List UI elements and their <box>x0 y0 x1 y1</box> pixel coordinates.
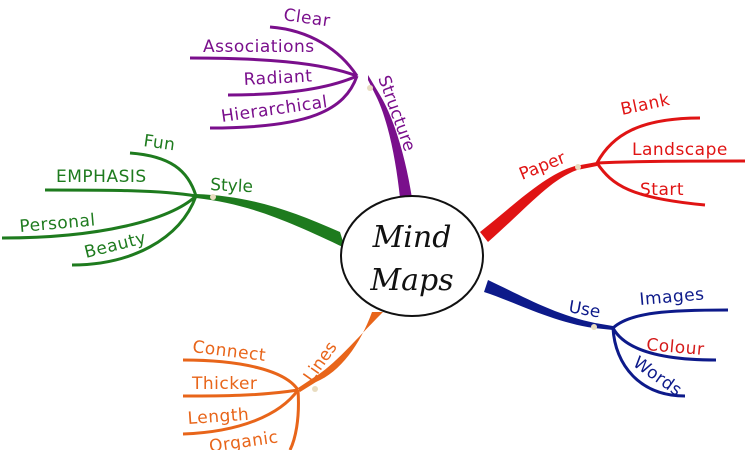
branch-style <box>1 151 345 267</box>
lines-sub-length <box>182 389 300 436</box>
structure-main-line <box>368 75 412 198</box>
use-main-line <box>484 280 613 330</box>
structure-sub-clear <box>269 25 359 77</box>
paper-item-start: Start <box>640 180 684 200</box>
lines-main-line <box>298 312 383 392</box>
structure-sub-radiant <box>227 74 358 97</box>
center-title-line2: Maps <box>369 263 453 298</box>
lines-joint <box>312 386 318 392</box>
structure-item-associations: Associations <box>203 37 315 57</box>
paper-sub-start <box>595 162 706 207</box>
structure-label: Structure <box>373 73 419 154</box>
branch-use <box>484 280 729 398</box>
paper-sub-landscape <box>596 159 746 165</box>
style-sub-fun <box>129 151 198 197</box>
paper-item-blank: Blank <box>619 90 672 120</box>
use-sub-words <box>611 327 686 398</box>
style-sub-emphasis <box>44 188 197 198</box>
structure-item-clear: Clear <box>282 5 331 31</box>
style-sub-personal <box>1 194 198 240</box>
structure-sub-associations <box>189 56 358 78</box>
lines-item-length: Length <box>187 405 250 429</box>
use-item-images: Images <box>639 284 706 310</box>
branch-structure <box>189 25 412 198</box>
style-main-line <box>196 194 345 248</box>
paper-main-line <box>480 162 597 242</box>
style-joint <box>210 194 216 200</box>
use-sub-images <box>611 308 729 330</box>
style-label: Style <box>210 175 254 197</box>
style-item-emphasis: EMPHASIS <box>56 167 147 187</box>
use-sub-colour <box>611 327 717 362</box>
paper-label: Paper <box>516 148 568 185</box>
center-title-line1: Mind <box>372 220 452 255</box>
lines-sub-organic <box>288 389 300 450</box>
lines-sub-thicker <box>182 388 299 398</box>
branch-paper <box>480 116 746 242</box>
use-item-colour: Colour <box>646 335 706 360</box>
structure-sub-hierarchical <box>209 75 359 130</box>
use-joint <box>591 324 597 330</box>
paper-joint <box>575 164 581 170</box>
lines-sub-connect <box>182 358 300 391</box>
lines-item-thicker: Thicker <box>191 374 257 394</box>
style-sub-beauty <box>71 195 198 267</box>
center-node <box>340 195 484 317</box>
structure-joint <box>367 85 373 91</box>
paper-sub-blank <box>595 116 701 164</box>
use-item-words: Words <box>629 353 686 401</box>
paper-item-landscape: Landscape <box>632 140 728 160</box>
structure-item-hierarchical: Hierarchical <box>220 92 329 127</box>
branch-lines <box>182 312 383 450</box>
structure-item-radiant: Radiant <box>243 66 313 90</box>
style-item-fun: Fun <box>142 131 176 155</box>
